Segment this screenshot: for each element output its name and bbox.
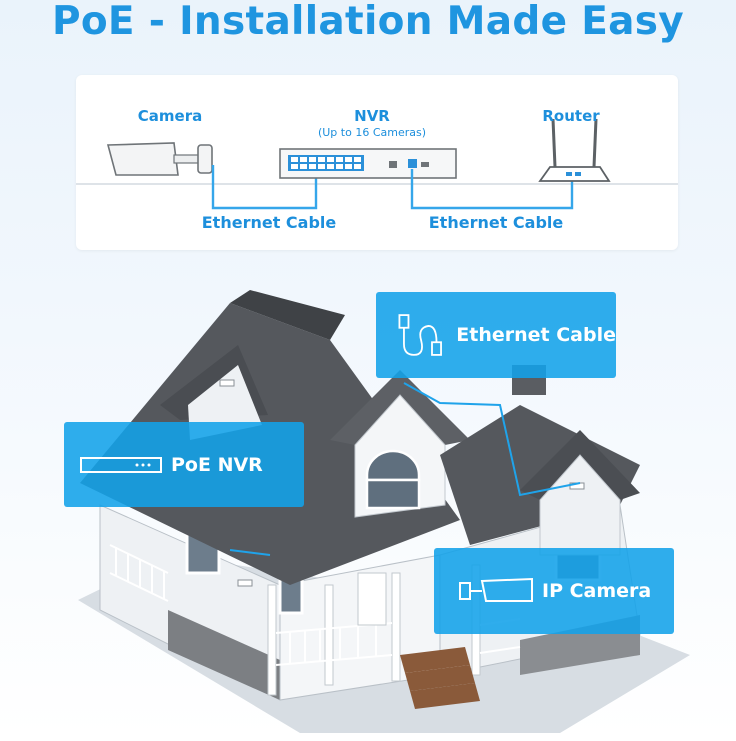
ip-camera-callout: IP Camera: [434, 548, 674, 634]
left-porch-railing: [109, 544, 169, 602]
router-device-icon: [538, 118, 611, 182]
camera-label: Camera: [137, 107, 203, 125]
center-dormer-roof: [330, 370, 470, 445]
poe-nvr-callout: PoE NVR: [64, 422, 304, 507]
nvr-label: NVR: [354, 107, 390, 125]
left-gable-wall: [188, 365, 262, 440]
camera-to-nvr-cable: [211, 165, 318, 210]
ethernet-cable-label-left: Ethernet Cable: [201, 213, 337, 232]
router-label: Router: [542, 107, 600, 125]
right-gable-wall: [539, 454, 621, 556]
connection-diagram: Camera NVR (Up to 16 Cameras) Router Eth…: [76, 75, 678, 250]
right-gable-roof: [520, 430, 640, 500]
roof-ridge: [230, 290, 345, 340]
ip-camera-callout-label: IP Camera: [542, 580, 652, 602]
nvr-device-icon: [279, 148, 457, 179]
diagram-drawing: [76, 118, 678, 210]
camera-device-icon: [106, 142, 213, 176]
ethernet-cable-label-right: Ethernet Cable: [428, 213, 564, 232]
nvr-sublabel: (Up to 16 Cameras): [317, 126, 427, 139]
house-camera-cable: [229, 549, 271, 556]
stone-foundation: [168, 610, 280, 700]
ethernet-cable-icon: [398, 314, 442, 356]
house-ethernet-cable: [403, 382, 581, 497]
nvr-to-router-cable: [410, 169, 574, 210]
front-door: [357, 572, 387, 626]
ethernet-cable-callout: Ethernet Cable: [376, 292, 616, 378]
front-porch-railing: [275, 618, 521, 666]
poe-nvr-callout-label: PoE NVR: [171, 453, 263, 476]
ip-camera-icon: [459, 577, 533, 602]
nvr-icon: [80, 456, 162, 473]
page-title: PoE - Installation Made Easy: [51, 0, 685, 44]
center-dormer-window: [365, 449, 421, 510]
ethernet-cable-callout-label: Ethernet Cable: [456, 324, 616, 346]
front-steps: [400, 647, 480, 709]
